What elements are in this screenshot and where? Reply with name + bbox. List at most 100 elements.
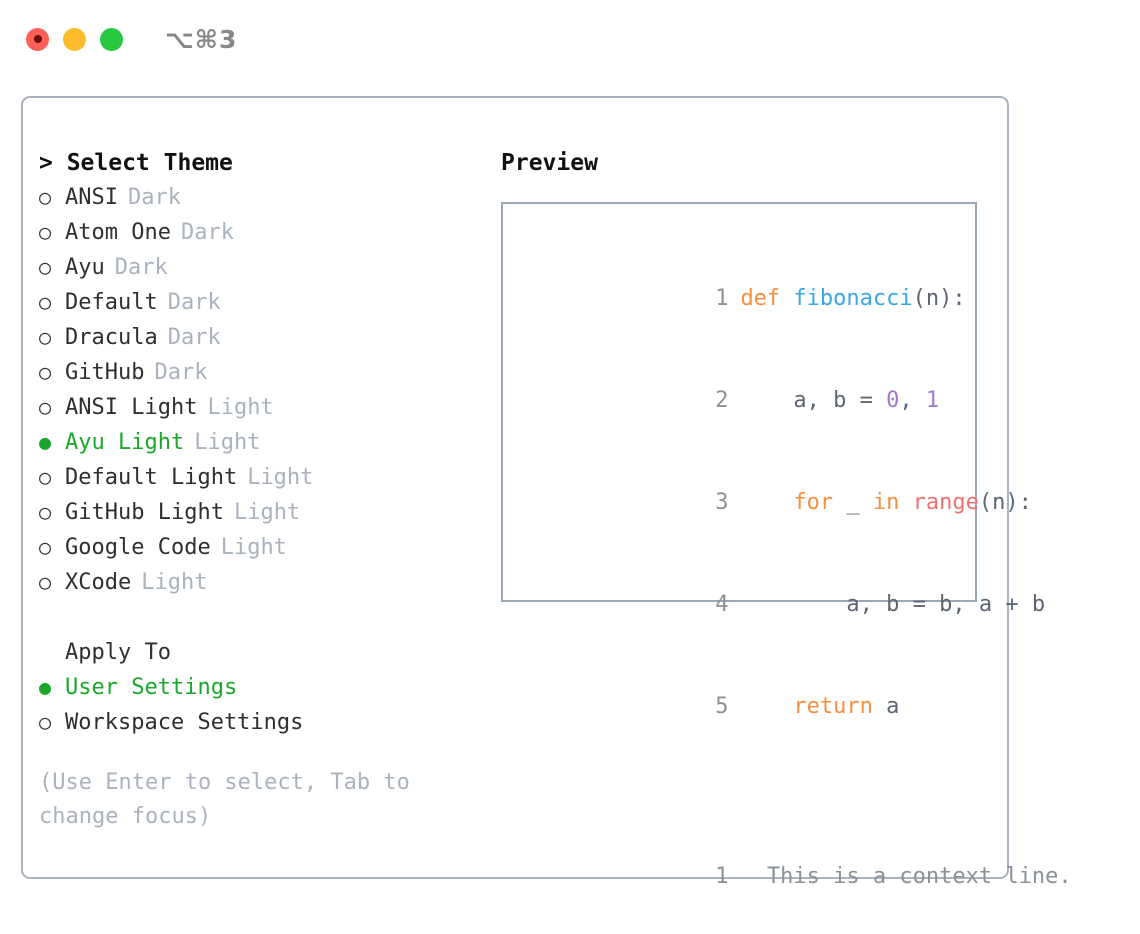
main-panel: > Select Theme ○ ANSI Dark ○ Atom One Da…: [21, 96, 1072, 889]
code-token: (n):: [978, 490, 1032, 515]
code-line: 2 a, b = 0, 1: [521, 350, 975, 452]
theme-selector-column: > Select Theme ○ ANSI Dark ○ Atom One Da…: [39, 146, 479, 834]
radio-icon-selected: ●: [39, 430, 52, 454]
theme-list-item[interactable]: ○ GitHub Dark: [39, 355, 479, 390]
maximize-window-button[interactable]: [100, 27, 123, 51]
apply-to-item-selected[interactable]: ● User Settings: [39, 670, 479, 705]
theme-name: ANSI: [65, 185, 118, 210]
theme-name: Default: [65, 290, 158, 315]
radio-icon: ○: [39, 255, 52, 279]
theme-list: ○ ANSI Dark ○ Atom One Dark ○ Ayu Dark: [39, 180, 479, 600]
theme-name: ANSI Light: [65, 395, 198, 420]
code-line: 5 return a: [521, 656, 975, 758]
traffic-lights: [26, 27, 123, 51]
theme-name: XCode: [65, 570, 132, 595]
theme-kind: Dark: [154, 360, 208, 385]
code-token: _: [833, 490, 873, 515]
theme-name: Google Code: [65, 535, 211, 560]
diff-line-deleted: 2- This line was deleted.: [521, 928, 975, 934]
code-token: return: [793, 694, 873, 719]
keyboard-shortcut-label: ⌥⌘3: [165, 24, 238, 54]
radio-icon: ○: [39, 500, 52, 524]
theme-name: Default Light: [65, 465, 238, 490]
code-token: (n):: [912, 286, 966, 311]
theme-list-item[interactable]: ○ Default Dark: [39, 285, 479, 320]
theme-kind: Dark: [114, 255, 168, 280]
theme-kind: Light: [233, 500, 301, 525]
code-token: range: [912, 490, 979, 515]
code-token: for: [793, 490, 834, 515]
code-token: a, b =: [740, 388, 887, 413]
theme-list-item[interactable]: ○ GitHub Light Light: [39, 495, 479, 530]
close-window-button[interactable]: [26, 27, 49, 51]
code-token: fibonacci: [793, 286, 913, 311]
title-bar: ⌥⌘3: [0, 0, 1140, 78]
theme-kind: Light: [207, 395, 274, 420]
diff-sample: 1 This is a context line. 2- This line w…: [521, 826, 1071, 934]
code-token: a: [872, 694, 900, 719]
theme-kind: Dark: [127, 185, 181, 210]
apply-to-item[interactable]: ○ Workspace Settings: [39, 705, 479, 740]
theme-name: Ayu Light: [65, 430, 185, 455]
radio-icon: ○: [39, 325, 52, 349]
radio-icon: ○: [39, 710, 52, 734]
diff-line-context: 1 This is a context line.: [521, 826, 1071, 928]
theme-name: Atom One: [65, 220, 171, 245]
radio-icon: ○: [39, 570, 52, 594]
theme-list-item[interactable]: ○ Google Code Light: [39, 530, 479, 565]
theme-list-item[interactable]: ○ ANSI Light Light: [39, 390, 479, 425]
code-token: def: [740, 286, 794, 311]
line-number: 2: [715, 388, 729, 413]
theme-kind: Light: [220, 535, 287, 560]
radio-icon-selected: ●: [39, 675, 52, 699]
theme-kind: Light: [247, 465, 314, 490]
theme-name: Dracula: [65, 325, 158, 350]
line-number: 1: [715, 286, 729, 311]
code-token: [740, 694, 793, 719]
theme-list-item[interactable]: ○ ANSI Dark: [39, 180, 479, 215]
code-token: 0: [886, 388, 900, 413]
line-number: 5: [715, 694, 729, 719]
code-gap: [521, 792, 975, 826]
radio-icon: ○: [39, 535, 52, 559]
radio-icon: ○: [39, 290, 52, 314]
select-theme-heading: > Select Theme: [39, 150, 233, 176]
line-number: 3: [715, 490, 729, 515]
code-token: 1: [925, 388, 940, 413]
radio-icon: ○: [39, 360, 52, 384]
theme-kind: Dark: [167, 325, 221, 350]
theme-kind: Light: [194, 430, 261, 455]
radio-icon: ○: [39, 465, 52, 489]
theme-list-item[interactable]: ○ XCode Light: [39, 565, 479, 600]
apply-to-item-label: User Settings: [65, 675, 238, 700]
code-token: a, b = b, a + b: [740, 592, 1046, 617]
diff-text: This is a context line.: [740, 864, 1072, 889]
radio-icon: ○: [39, 395, 52, 419]
theme-kind: Light: [141, 570, 208, 595]
minimize-window-button[interactable]: [63, 27, 86, 51]
theme-list-item-selected[interactable]: ● Ayu Light Light: [39, 425, 479, 460]
code-gap: [521, 758, 975, 792]
code-line: 3 for _ in range(n):: [521, 452, 1032, 554]
apply-to-label: Apply To: [65, 640, 171, 665]
theme-list-item[interactable]: ○ Ayu Dark: [39, 250, 479, 285]
code-line: 1 def fibonacci(n):: [521, 248, 975, 350]
apply-to-list: ● User Settings ○ Workspace Settings: [39, 670, 479, 740]
theme-list-item[interactable]: ○ Default Light Light: [39, 460, 479, 495]
radio-icon: ○: [39, 220, 52, 244]
code-token: [740, 490, 793, 515]
theme-list-item[interactable]: ○ Dracula Dark: [39, 320, 479, 355]
theme-kind: Dark: [180, 220, 234, 245]
theme-name: GitHub Light: [65, 500, 224, 525]
code-token: in: [872, 490, 900, 515]
radio-icon: ○: [39, 185, 52, 209]
code-line: 4 a, b = b, a + b: [521, 554, 1045, 656]
theme-name: GitHub: [65, 360, 145, 385]
code-token: ,: [899, 388, 926, 413]
preview-heading: Preview: [501, 150, 598, 176]
theme-list-item[interactable]: ○ Atom One Dark: [39, 215, 479, 250]
